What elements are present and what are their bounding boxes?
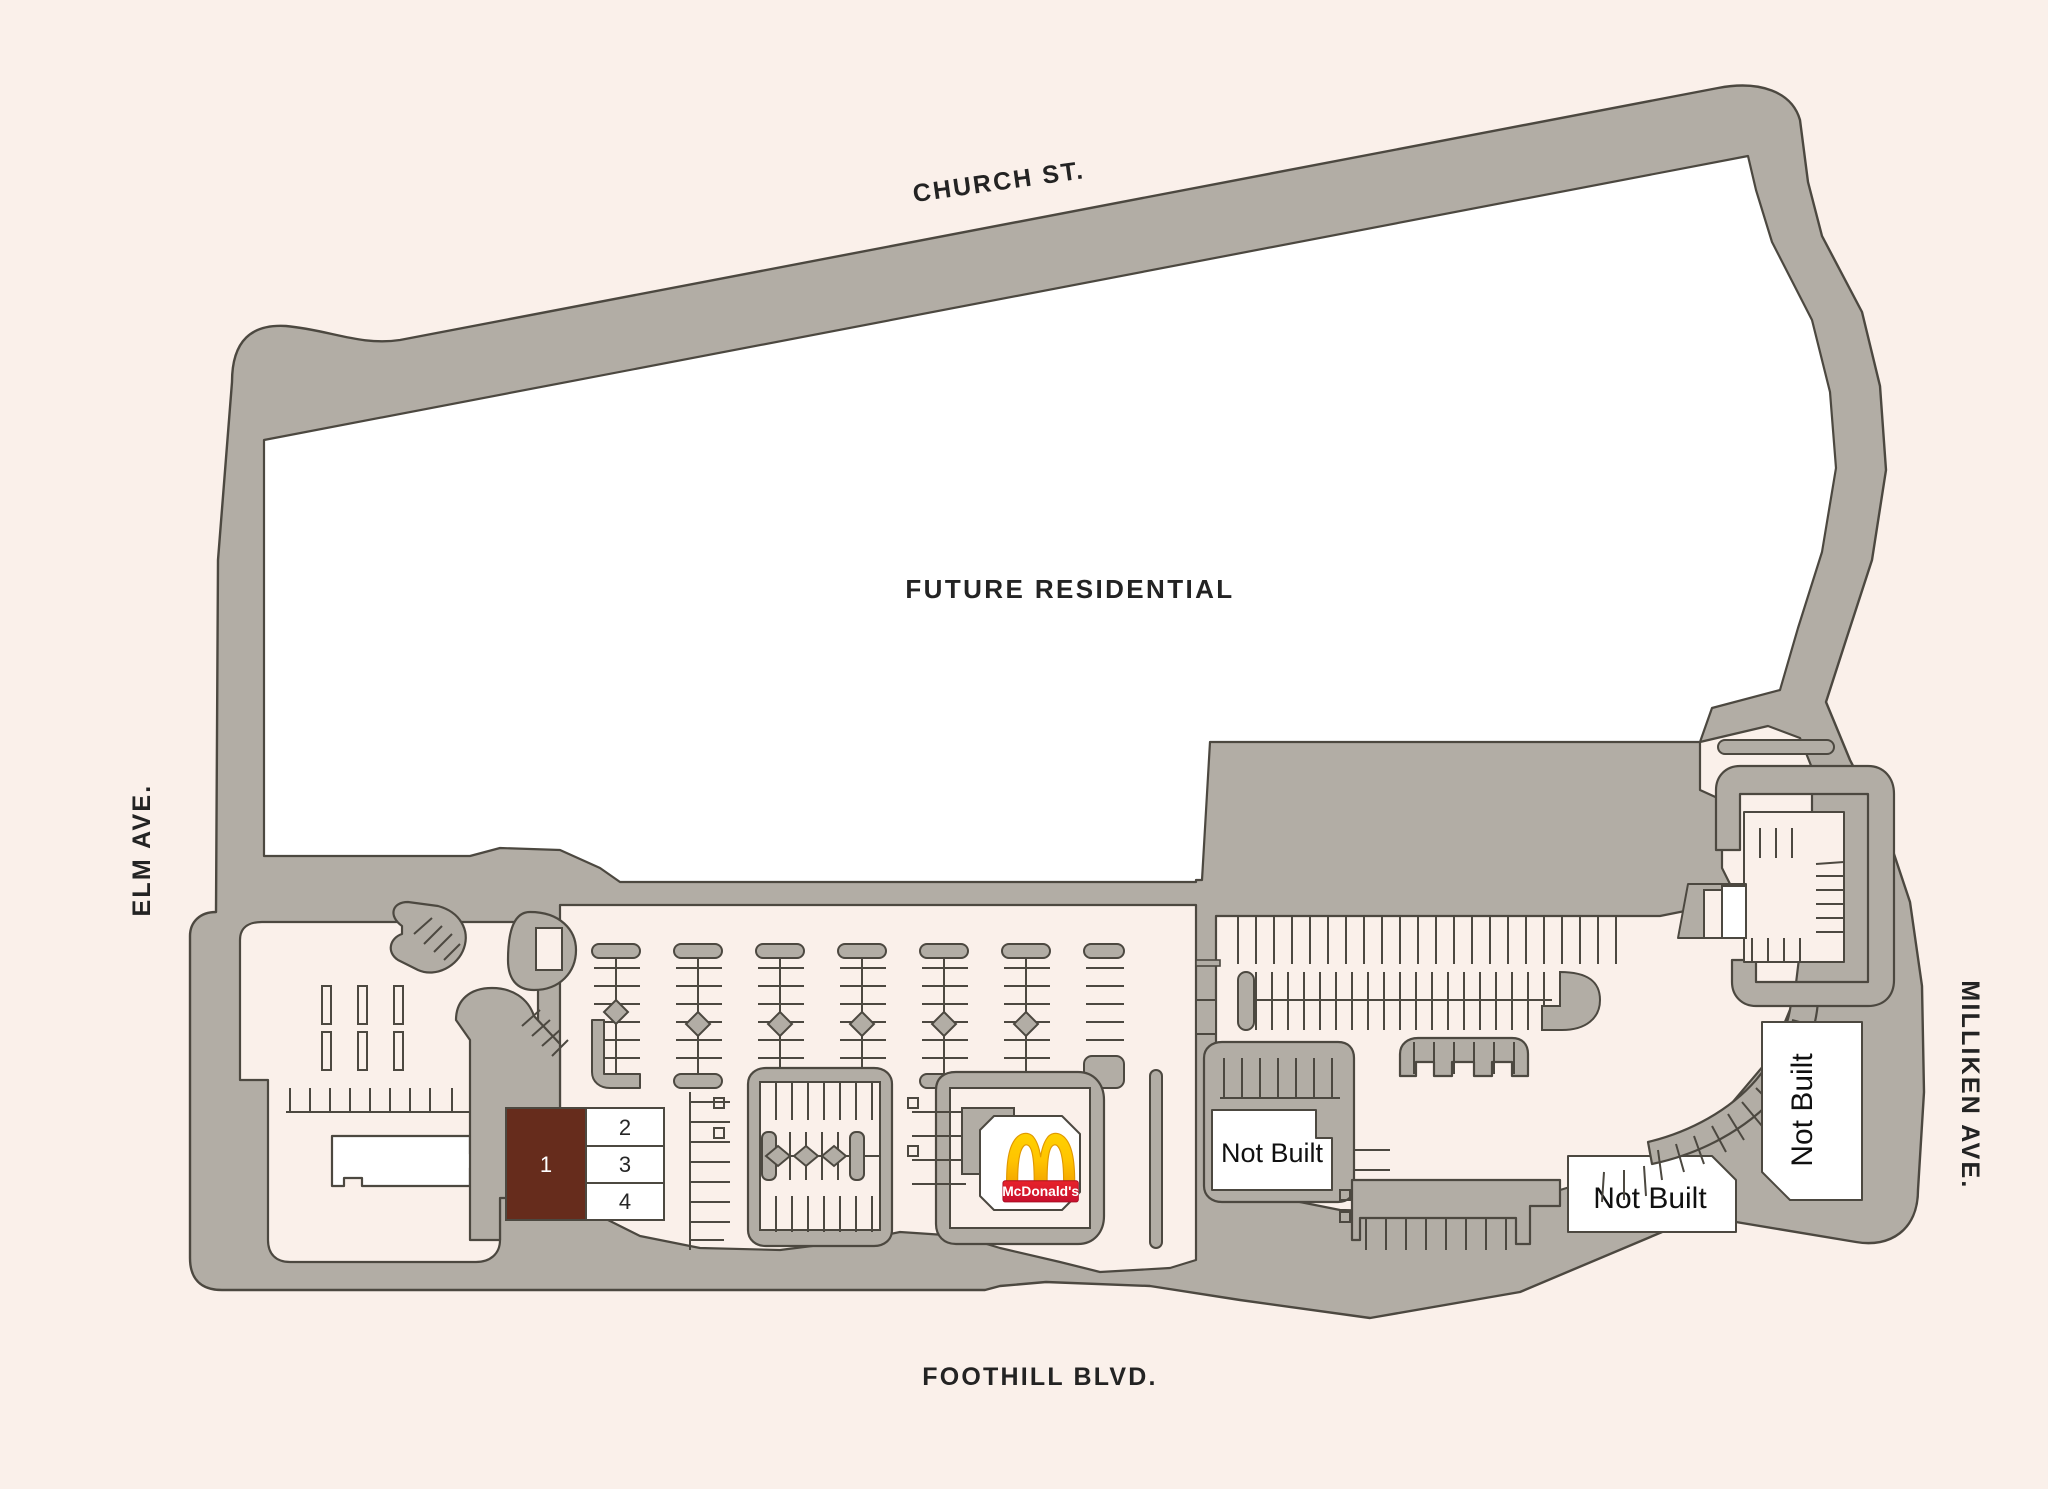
mcdonalds-pad[interactable]: McDonald's <box>907 1070 1106 1246</box>
not-built-1-label: Not Built <box>1221 1138 1324 1168</box>
unit-2-shape[interactable] <box>585 1107 665 1147</box>
building-east-walk <box>689 1092 730 1250</box>
west-parking-stalls <box>286 1088 482 1113</box>
west-lot-markers <box>321 985 404 1071</box>
drive-thru-lane <box>907 1097 966 1185</box>
south-parking-bay <box>746 1066 894 1248</box>
mcdonalds-logo: McDonald's <box>1002 1132 1079 1203</box>
street-label-elm: ELM AVE. <box>128 784 156 917</box>
building-entry-hatch <box>521 1009 569 1057</box>
center-divider-lane <box>1149 1069 1163 1249</box>
east-lower-bays: Not Built Not Built <box>1202 1036 1737 1250</box>
retail-building-a: 1 2 3 4 <box>454 986 665 1242</box>
entry-island-curved <box>389 900 467 974</box>
unit-1-label: 1 <box>540 1152 552 1177</box>
mcdonalds-wordmark: McDonald's <box>1002 1184 1079 1199</box>
entry-island-round <box>506 910 578 992</box>
unit-3-shape[interactable] <box>585 1145 665 1184</box>
not-built-2-shape[interactable] <box>1567 1155 1737 1233</box>
street-label-foothill: FOOTHILL BLVD. <box>922 1363 1157 1391</box>
unit-2-label: 2 <box>619 1115 631 1140</box>
not-built-1-shape[interactable] <box>1211 1109 1333 1191</box>
east-parking-combs <box>1228 915 1636 1031</box>
northeast-parcel: Not Built <box>1677 739 1896 1201</box>
street-label-milliken: MILLIKEN AVE. <box>1956 980 1984 1189</box>
unit-3-label: 3 <box>619 1152 631 1177</box>
not-built-3-shape[interactable] <box>1761 1021 1863 1201</box>
future-residential-label: FUTURE RESIDENTIAL <box>905 574 1234 604</box>
not-built-2-label: Not Built <box>1593 1182 1707 1215</box>
east-connector-islands <box>1195 959 1221 1035</box>
northeast-small-structure <box>1677 883 1747 939</box>
unit-4-label: 4 <box>619 1189 631 1214</box>
east-bay-b <box>1339 1036 1562 1250</box>
not-built-3-label: Not Built <box>1786 1053 1819 1167</box>
west-pad-building <box>330 1134 478 1188</box>
unit-4-shape[interactable] <box>585 1182 665 1221</box>
